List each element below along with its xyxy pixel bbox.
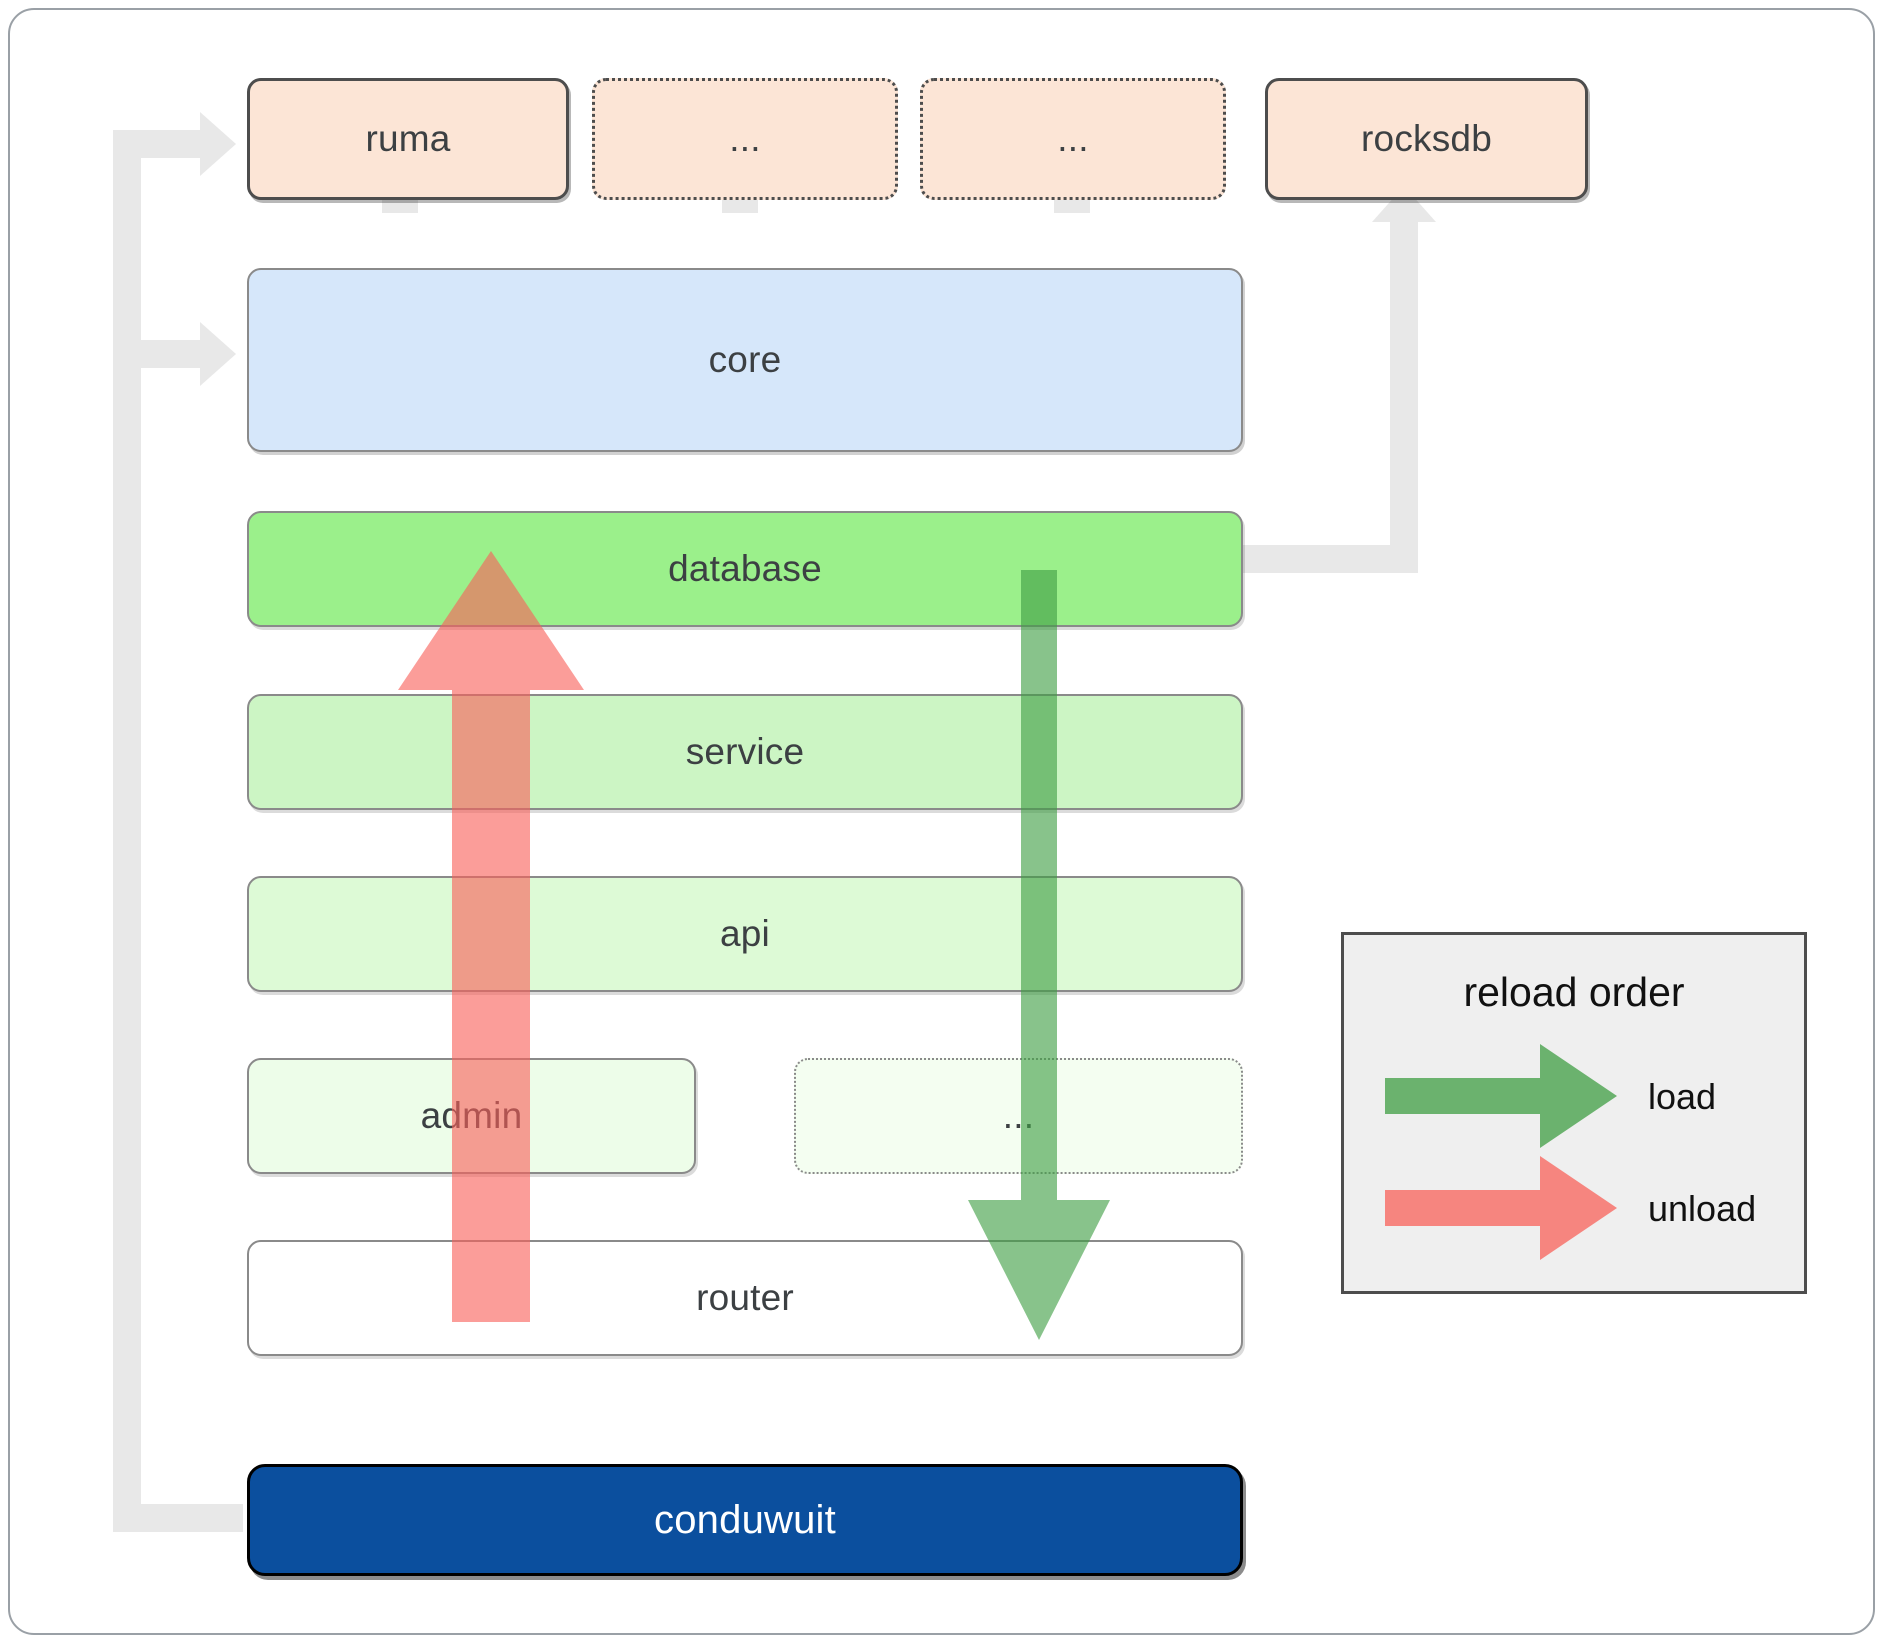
legend-title: reload order bbox=[1463, 969, 1685, 1015]
diagram-frame bbox=[8, 8, 1875, 1635]
node-service-label: service bbox=[685, 731, 805, 772]
node-admin[interactable]: admin bbox=[247, 1058, 696, 1174]
node-dep-placeholder-1[interactable]: ... bbox=[592, 78, 898, 200]
node-layer-placeholder-label: ... bbox=[1002, 1095, 1035, 1136]
node-admin-label: admin bbox=[420, 1095, 523, 1136]
node-conduwuit-label: conduwuit bbox=[654, 1497, 836, 1542]
node-database[interactable]: database bbox=[247, 511, 1243, 627]
node-ruma-label: ruma bbox=[365, 118, 451, 159]
node-dep-placeholder-1-label: ... bbox=[729, 118, 761, 159]
node-service[interactable]: service bbox=[247, 694, 1243, 810]
node-router[interactable]: router bbox=[247, 1240, 1243, 1356]
legend-label-unload: unload bbox=[1648, 1188, 1757, 1229]
node-api-label: api bbox=[720, 913, 770, 954]
node-dep-placeholder-2[interactable]: ... bbox=[920, 78, 1226, 200]
node-rocksdb-label: rocksdb bbox=[1361, 118, 1492, 159]
node-ruma[interactable]: ruma bbox=[247, 78, 569, 200]
node-router-label: router bbox=[696, 1277, 794, 1318]
node-database-label: database bbox=[668, 548, 822, 589]
node-dep-placeholder-2-label: ... bbox=[1057, 118, 1089, 159]
node-api[interactable]: api bbox=[247, 876, 1243, 992]
node-core[interactable]: core bbox=[247, 268, 1243, 452]
node-layer-placeholder[interactable]: ... bbox=[794, 1058, 1243, 1174]
node-core-label: core bbox=[708, 339, 782, 380]
node-rocksdb[interactable]: rocksdb bbox=[1265, 78, 1588, 200]
legend-label-load: load bbox=[1648, 1076, 1717, 1117]
legend-panel: reload order bbox=[1341, 932, 1807, 1294]
node-conduwuit[interactable]: conduwuit bbox=[247, 1464, 1243, 1576]
